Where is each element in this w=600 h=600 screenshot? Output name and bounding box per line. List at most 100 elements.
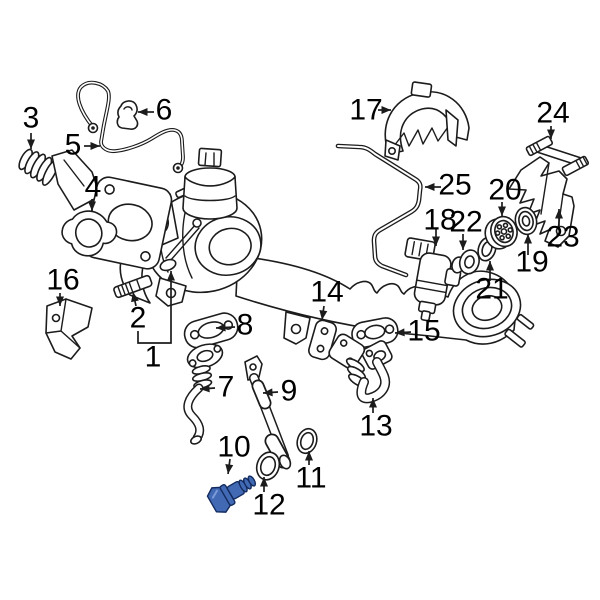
arrowhead-1 (167, 271, 175, 281)
arrowhead-10 (225, 464, 234, 474)
part-13-egr-elbow[interactable] (327, 332, 394, 404)
callout-8[interactable]: 8 (215, 309, 254, 342)
part-number-15[interactable]: 15 (407, 315, 440, 348)
part-number-11[interactable]: 11 (295, 462, 326, 495)
arrowhead-14 (319, 310, 328, 320)
part-19-grommet[interactable] (513, 206, 539, 237)
arrowhead-5 (90, 142, 100, 150)
callout-3[interactable]: 3 (23, 102, 40, 150)
arrowhead-23 (555, 209, 563, 219)
part-17-heat-shield[interactable] (384, 81, 470, 161)
part-10-banjo-bolt-highlighted[interactable] (205, 468, 261, 517)
arrowhead-2 (131, 292, 139, 303)
part-number-7[interactable]: 7 (218, 371, 235, 404)
part-number-23[interactable]: 23 (546, 221, 579, 254)
callout-23[interactable]: 23 (546, 209, 580, 254)
arrowhead-22 (459, 240, 467, 250)
arrowhead-20 (498, 206, 506, 216)
callout-2[interactable]: 2 (130, 291, 147, 335)
callout-9[interactable]: 9 (262, 375, 298, 408)
callout-24[interactable]: 24 (536, 97, 570, 140)
arrowhead-12 (260, 477, 268, 487)
arrowhead-24 (547, 129, 555, 139)
part-number-10[interactable]: 10 (217, 431, 250, 464)
part-number-16[interactable]: 16 (46, 264, 79, 297)
part-number-21[interactable]: 21 (475, 273, 508, 306)
part-number-17[interactable]: 17 (349, 94, 382, 127)
part-number-18[interactable]: 18 (423, 204, 456, 237)
callout-15[interactable]: 15 (394, 315, 441, 348)
part-number-13[interactable]: 13 (359, 410, 392, 443)
arrowhead-4 (88, 201, 96, 211)
leader-line-1 (137, 271, 172, 344)
arrowhead-6 (138, 108, 148, 116)
part-5-oil-supply-line[interactable] (76, 80, 185, 174)
arrowhead-18 (432, 236, 440, 246)
part-25-vacuum-hose[interactable] (335, 143, 423, 278)
arrowhead-7 (200, 384, 210, 393)
part-11-o-ring[interactable] (294, 426, 320, 456)
callout-14[interactable]: 14 (310, 276, 344, 321)
part-number-6[interactable]: 6 (156, 94, 173, 127)
part-number-1[interactable]: 1 (145, 341, 162, 374)
arrowhead-13 (369, 398, 377, 408)
part-number-22[interactable]: 22 (449, 206, 482, 239)
part-number-8[interactable]: 8 (237, 309, 254, 342)
callout-16[interactable]: 16 (46, 264, 80, 307)
part-4-flange[interactable] (59, 206, 121, 261)
arrowhead-19 (524, 234, 532, 244)
callout-19[interactable]: 19 (515, 234, 549, 279)
part-number-9[interactable]: 9 (281, 375, 298, 408)
arrowhead-8 (216, 323, 226, 332)
callout-21[interactable]: 21 (475, 261, 509, 306)
part-12-seal-ring[interactable] (253, 449, 283, 482)
part-number-12[interactable]: 12 (252, 489, 285, 522)
callout-1[interactable]: 1 (137, 271, 175, 374)
callout-11[interactable]: 11 (295, 451, 327, 495)
part-number-24[interactable]: 24 (536, 97, 569, 130)
part-number-14[interactable]: 14 (310, 276, 343, 309)
callout-12[interactable]: 12 (252, 477, 286, 522)
arrowhead-25 (425, 183, 435, 191)
part-22-grommet[interactable] (450, 246, 482, 278)
part-15-gasket[interactable] (350, 316, 400, 349)
part-7-oil-return-pipe[interactable] (183, 340, 225, 446)
part-number-2[interactable]: 2 (130, 302, 147, 335)
part-number-25[interactable]: 25 (438, 169, 471, 202)
arrowhead-16 (56, 296, 64, 306)
part-16-heat-shield-bracket[interactable] (45, 298, 93, 360)
callout-17[interactable]: 17 (349, 94, 391, 127)
part-number-3[interactable]: 3 (23, 102, 40, 135)
part-8-gasket[interactable] (181, 310, 240, 351)
arrowhead-17 (381, 106, 391, 114)
part-number-19[interactable]: 19 (515, 246, 548, 279)
callout-4[interactable]: 4 (85, 171, 102, 212)
part-6-line-clip[interactable] (116, 100, 139, 130)
callout-25[interactable]: 25 (425, 169, 472, 202)
part-20-grommet[interactable] (482, 214, 521, 252)
part-3-intake-elbow[interactable] (15, 145, 174, 271)
callout-5[interactable]: 5 (65, 129, 100, 162)
callout-10[interactable]: 10 (217, 431, 251, 475)
callout-13[interactable]: 13 (359, 398, 393, 443)
callout-18[interactable]: 18 (423, 204, 457, 247)
arrowhead-21 (486, 261, 494, 271)
arrowhead-3 (27, 139, 35, 149)
part-2-stud[interactable] (113, 274, 153, 299)
callout-20[interactable]: 20 (488, 174, 522, 217)
part-number-20[interactable]: 20 (488, 174, 521, 207)
arrowhead-11 (305, 451, 313, 461)
arrowhead-9 (263, 388, 273, 397)
part-24-stud[interactable] (525, 135, 590, 177)
arrowhead-15 (395, 328, 405, 337)
part-9-egr-pipe[interactable] (244, 355, 292, 470)
callout-6[interactable]: 6 (138, 94, 172, 127)
callout-22[interactable]: 22 (449, 206, 483, 251)
part-number-5[interactable]: 5 (65, 129, 82, 162)
part-number-4[interactable]: 4 (85, 171, 102, 204)
callout-7[interactable]: 7 (199, 371, 235, 404)
part-1-turbocharger-assembly[interactable] (119, 147, 535, 348)
